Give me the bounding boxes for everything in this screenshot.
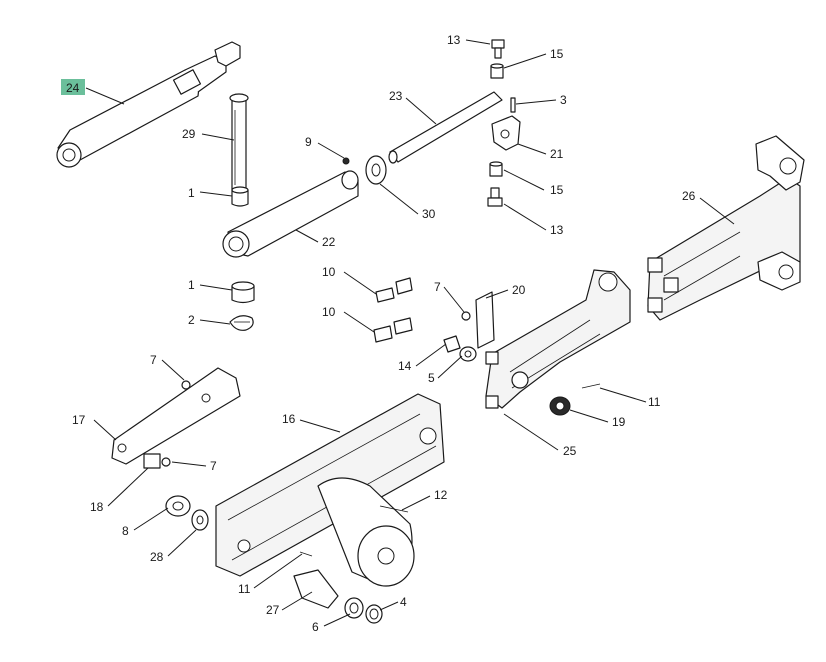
callout-27[interactable]: 27	[266, 603, 280, 617]
part-21-bracket[interactable]	[491, 115, 521, 151]
part-24-cylinder[interactable]	[56, 41, 241, 168]
leader-lines	[85, 39, 735, 627]
part-10-bolts-lower[interactable]	[373, 317, 413, 343]
callout-19[interactable]: 19	[612, 415, 626, 429]
callout-24-highlight	[61, 79, 85, 95]
callout-13-top[interactable]: 13	[447, 33, 461, 47]
callout-12[interactable]: 12	[434, 488, 448, 502]
part-20-plate[interactable]	[475, 291, 495, 349]
callout-18[interactable]: 18	[90, 500, 104, 514]
callout-22[interactable]: 22	[322, 235, 336, 249]
part-17-plate[interactable]	[111, 367, 241, 465]
callout-15-top[interactable]: 15	[550, 47, 564, 61]
callout-1-lower[interactable]: 1	[188, 278, 195, 292]
callout-6[interactable]: 6	[312, 620, 319, 634]
callout-2[interactable]: 2	[188, 313, 195, 327]
part-1-bushing-upper[interactable]	[231, 186, 249, 207]
callout-16[interactable]: 16	[282, 412, 296, 426]
part-7-nut-plate[interactable]	[181, 380, 191, 390]
part-7-nut-clamp[interactable]	[161, 457, 171, 467]
part-27-fitting[interactable]	[293, 569, 339, 609]
callout-4[interactable]: 4	[400, 595, 407, 609]
part-18-clamp[interactable]	[143, 453, 161, 469]
callout-labels: 24 29 1 1 2 9 22 30 23 13 15 3 21 15 13 …	[66, 33, 696, 634]
part-29-pin[interactable]	[229, 93, 249, 191]
part-16-beam[interactable]	[215, 393, 445, 587]
callout-30[interactable]: 30	[422, 207, 436, 221]
callout-1-upper[interactable]: 1	[188, 186, 195, 200]
callout-25[interactable]: 25	[563, 444, 577, 458]
part-6-ring[interactable]	[344, 597, 364, 619]
callout-14[interactable]: 14	[398, 359, 412, 373]
callout-5[interactable]: 5	[428, 371, 435, 385]
part-7-nut-upper[interactable]	[461, 311, 471, 321]
callout-11-right[interactable]: 11	[648, 395, 661, 409]
callout-15-lower[interactable]: 15	[550, 183, 564, 197]
part-30-ring[interactable]	[365, 155, 387, 185]
callout-3[interactable]: 3	[560, 93, 567, 107]
callout-10-lower[interactable]: 10	[322, 305, 336, 319]
part-10-bolts-upper[interactable]	[375, 277, 413, 303]
part-11-bolt-right[interactable]	[581, 383, 601, 389]
callout-20[interactable]: 20	[512, 283, 526, 297]
part-19-bushing[interactable]	[549, 396, 571, 416]
callout-10-upper[interactable]: 10	[322, 265, 336, 279]
callout-24[interactable]: 24	[66, 81, 80, 95]
part-22-tube[interactable]	[222, 170, 359, 258]
callout-17[interactable]: 17	[72, 413, 86, 427]
callout-11-lower[interactable]: 11	[238, 582, 251, 596]
callout-28[interactable]: 28	[150, 550, 164, 564]
part-26-frame[interactable]	[647, 135, 805, 321]
callout-7-upper[interactable]: 7	[434, 280, 441, 294]
callout-23[interactable]: 23	[389, 89, 403, 103]
part-25-arm[interactable]	[485, 269, 631, 409]
part-12-bolt[interactable]	[379, 505, 409, 513]
part-15-bushing-top[interactable]	[490, 63, 504, 79]
callout-21[interactable]: 21	[550, 147, 564, 161]
callout-7-clamp[interactable]: 7	[210, 459, 217, 473]
callout-13-lower[interactable]: 13	[550, 223, 564, 237]
part-14-bolt[interactable]	[443, 335, 461, 353]
part-11-bolt-lower[interactable]	[299, 551, 313, 557]
callout-26[interactable]: 26	[682, 189, 696, 203]
part-2-clip[interactable]	[229, 315, 254, 331]
part-23-rod[interactable]	[388, 91, 503, 164]
part-5-washer[interactable]	[459, 346, 477, 362]
part-28-washer[interactable]	[191, 509, 209, 531]
callout-29[interactable]: 29	[182, 127, 196, 141]
part-13-bolt-lower[interactable]	[487, 187, 503, 207]
callout-7-plate[interactable]: 7	[150, 353, 157, 367]
part-1-bushing-lower[interactable]	[231, 281, 255, 304]
part-9-nipple[interactable]	[342, 157, 350, 165]
part-13-bolt-top[interactable]	[491, 39, 505, 59]
part-3-pin[interactable]	[510, 97, 516, 113]
part-4-ring[interactable]	[365, 604, 383, 624]
part-15-bushing-lower[interactable]	[489, 161, 503, 177]
callout-8[interactable]: 8	[122, 524, 129, 538]
callout-9[interactable]: 9	[305, 135, 312, 149]
part-8-nut[interactable]	[165, 495, 191, 517]
